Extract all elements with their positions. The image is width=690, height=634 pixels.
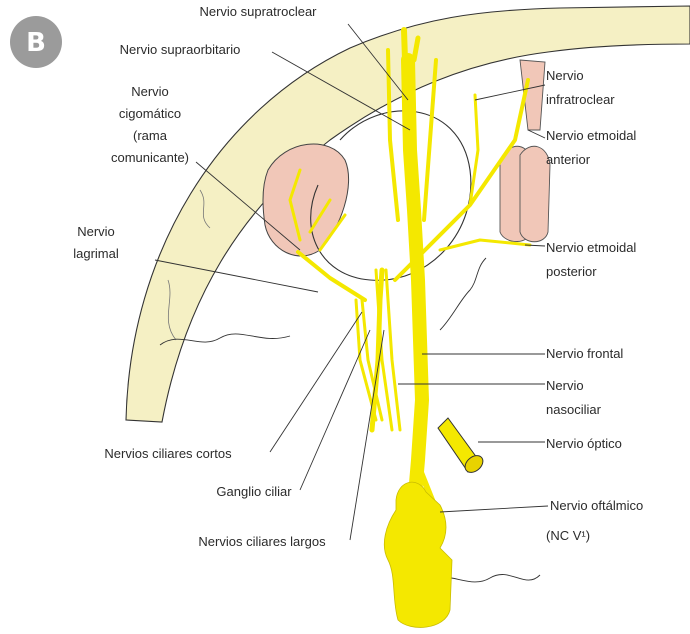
label-nasociliar-2: nasociliar [546, 402, 602, 417]
label-cigomatico-1: Nervio [131, 84, 169, 99]
ophthalmic-nerve-trunk [384, 482, 452, 627]
label-cigomatico-3: (rama [133, 128, 168, 143]
label-infratroclear-1: Nervio [546, 68, 584, 83]
wavy-line [440, 258, 486, 330]
label-etmoidal-posterior-2: posterior [546, 264, 597, 279]
label-ganglio-ciliar: Ganglio ciliar [216, 484, 292, 499]
label-optico: Nervio óptico [546, 436, 622, 451]
label-lagrimal-1: Nervio [77, 224, 115, 239]
panel-letter: B [26, 28, 46, 58]
lacrimal-gland [263, 144, 349, 256]
label-lagrimal-2: lagrimal [73, 246, 119, 261]
label-etmoidal-posterior-1: Nervio etmoidal [546, 240, 636, 255]
label-cigomatico-4: comunicante) [111, 150, 189, 165]
label-oftalmico-1: Nervio oftálmico [550, 498, 643, 513]
label-cigomatico-2: cigomático [119, 106, 181, 121]
label-infratroclear-2: infratroclear [546, 92, 615, 107]
label-supratroclear: Nervio supratroclear [199, 4, 317, 19]
label-oftalmico-2: (NC V¹) [546, 528, 590, 543]
label-frontal: Nervio frontal [546, 346, 623, 361]
label-ciliares-largos: Nervios ciliares largos [198, 534, 326, 549]
label-etmoidal-anterior-1: Nervio etmoidal [546, 128, 636, 143]
label-etmoidal-anterior-2: anterior [546, 152, 591, 167]
optic-nerve [438, 418, 486, 476]
label-ciliares-cortos: Nervios ciliares cortos [104, 446, 232, 461]
label-supraorbitario: Nervio supraorbitario [120, 42, 241, 57]
label-nasociliar-1: Nervio [546, 378, 584, 393]
